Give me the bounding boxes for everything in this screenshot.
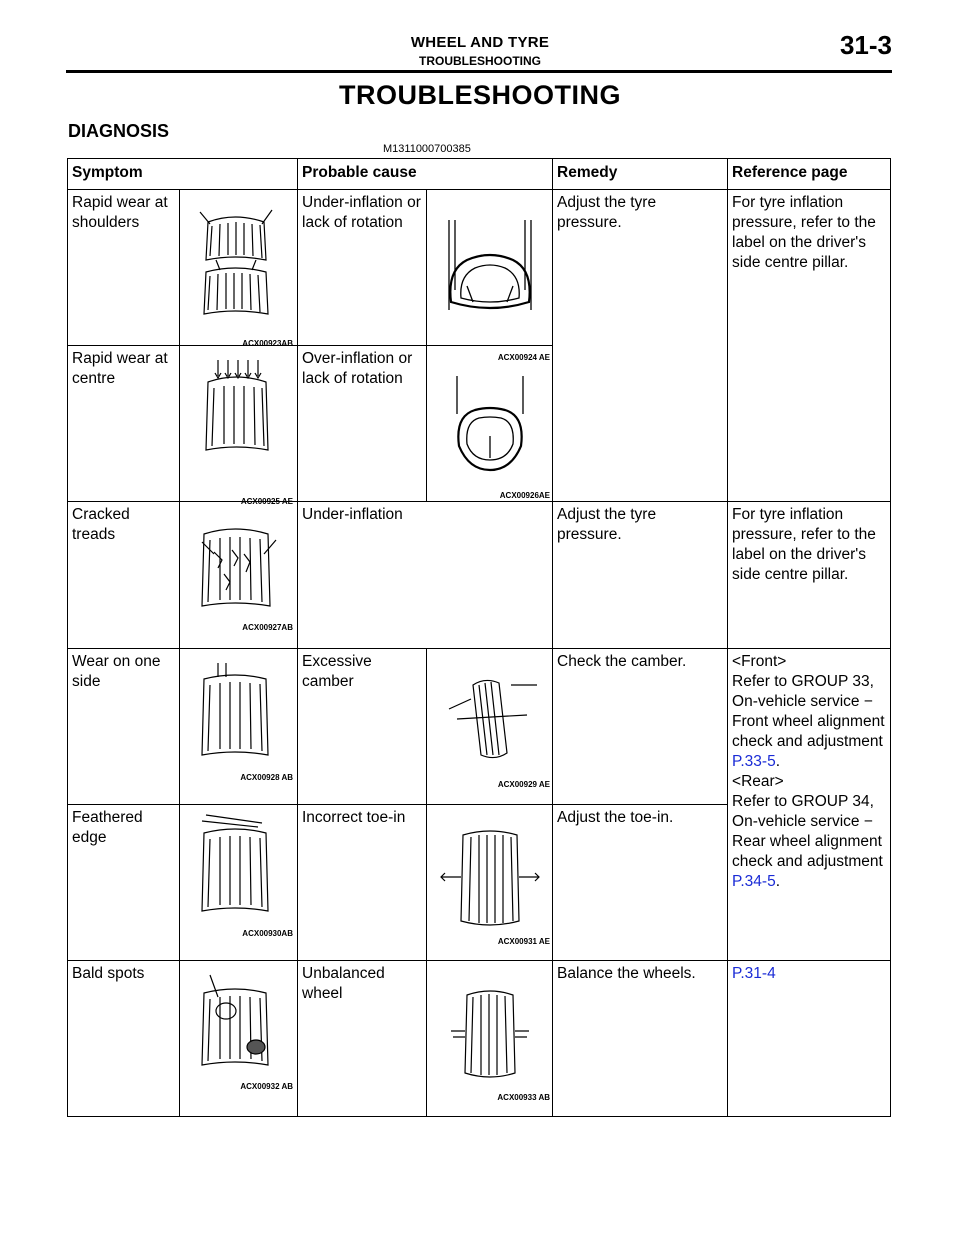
symptom-figure: ACX00932 AB: [179, 960, 298, 1117]
header-remedy: Remedy: [552, 158, 729, 190]
table-header-row: Symptom Probable cause Remedy Reference …: [67, 158, 892, 190]
table-row: Bald spots ACX00932 AB Unbalanced wheel: [67, 960, 892, 1117]
rear-alignment-link[interactable]: P.34-5: [732, 873, 776, 890]
figure-caption: ACX00930AB: [242, 929, 293, 938]
document-id: M1311000700385: [383, 143, 471, 155]
remedy-cell: Adjust the toe-in.: [552, 804, 729, 961]
header-symptom: Symptom: [67, 158, 298, 190]
figure-caption: ACX00931 AE: [497, 937, 551, 946]
tyre-bald-spot-figure: [201, 974, 269, 1066]
front-tag: <Front>: [732, 653, 787, 670]
symptom-cell: Bald spots: [67, 960, 180, 1117]
symptom-cell: Cracked treads: [67, 501, 180, 649]
header-probable-cause: Probable cause: [296, 158, 554, 190]
figure-caption: ACX00928 AB: [240, 773, 293, 782]
cause-cell: Incorrect toe-in: [297, 804, 427, 961]
symptom-figure: ACX00925 AE: [179, 345, 298, 506]
symptom-figure: ACX00927AB: [179, 501, 298, 649]
figure-caption: ACX00927AB: [242, 623, 293, 632]
reference-cell: <Front> Refer to GROUP 33, On-vehicle se…: [727, 648, 892, 961]
cause-figure: ACX00924 AE: [425, 189, 554, 362]
cause-cell: Excessive camber: [297, 648, 427, 805]
balance-link[interactable]: P.31-4: [732, 965, 776, 982]
tyre-one-side-wear-figure: [201, 663, 269, 756]
figure-caption: ACX00926AE: [499, 491, 551, 500]
figure-caption: ACX00923AB: [242, 339, 293, 348]
diagnosis-table: Symptom Probable cause Remedy Reference …: [67, 158, 892, 1117]
remedy-cell: Adjust the tyre pressure.: [552, 189, 729, 502]
table-row: Rapid wear at centre ACX00925 AE Over-in…: [67, 345, 891, 506]
table-row: Feathered edge ACX00930AB Incorrect toe-…: [67, 804, 891, 961]
tyre-under-inflation-figure: [448, 220, 532, 310]
cause-cell: Under-inflation: [296, 501, 554, 649]
symptom-figure: ACX00928 AB: [179, 648, 298, 805]
tyre-toe-in-figure: [440, 830, 540, 926]
table-row: Cracked treads ACX00927AB Under-inflatio…: [67, 501, 892, 649]
header-rule: [66, 70, 892, 73]
page-title: TROUBLESHOOTING: [339, 80, 621, 110]
reference-cell: P.31-4: [727, 960, 892, 1117]
symptom-cell: Wear on one side: [67, 648, 180, 805]
remedy-cell: Check the camber.: [552, 648, 729, 805]
symptom-figure: ACX00930AB: [179, 804, 298, 961]
symptom-cell: Feathered edge: [67, 804, 180, 961]
tyre-shoulder-wear-figure: [199, 209, 273, 315]
rear-reference-text: Refer to GROUP 34, On-vehicle service − …: [732, 793, 883, 870]
front-reference-text: Refer to GROUP 33, On-vehicle service − …: [732, 673, 885, 750]
reference-cell: For tyre inflation pressure, refer to th…: [727, 501, 892, 649]
symptom-cell: Rapid wear at shoulders: [67, 189, 180, 346]
section-title: DIAGNOSIS: [68, 121, 170, 141]
rear-tag: <Rear>: [732, 773, 784, 790]
tyre-feathered-edge-figure: [201, 814, 269, 912]
cause-cell: Unbalanced wheel: [297, 960, 427, 1117]
cause-figure: ACX00929 AE: [425, 648, 554, 805]
symptom-cell: Rapid wear at centre: [67, 345, 180, 502]
tyre-centre-wear-figure: [205, 360, 269, 451]
tyre-camber-figure: [448, 679, 537, 759]
figure-caption: ACX00933 AB: [497, 1093, 551, 1102]
page-number: 31-3: [839, 30, 892, 60]
cause-figure: ACX00926AE: [425, 345, 554, 502]
table-row: Rapid wear at shoulders ACX00923AB Under…: [67, 189, 892, 502]
front-alignment-link[interactable]: P.33-5: [732, 753, 776, 770]
running-header-title: WHEEL AND TYRE: [410, 34, 550, 51]
figure-caption: ACX00929 AE: [497, 780, 551, 789]
reference-cell: For tyre inflation pressure, refer to th…: [727, 189, 892, 502]
remedy-cell: Balance the wheels.: [552, 960, 729, 1117]
table-row: Wear on one side ACX00928 AB Excessive c…: [67, 648, 892, 961]
remedy-cell: Adjust the tyre pressure.: [552, 501, 729, 649]
header-reference-page: Reference page: [727, 158, 892, 190]
cause-figure: ACX00931 AE: [425, 804, 554, 961]
cause-figure: ACX00933 AB: [425, 960, 554, 1117]
tyre-cracked-tread-figure: [201, 528, 277, 607]
figure-caption: ACX00932 AB: [240, 1082, 293, 1091]
symptom-figure: ACX00923AB: [179, 189, 298, 348]
cause-cell: Under-inflation or lack of rotation: [297, 189, 427, 346]
tyre-unbalanced-figure: [451, 990, 529, 1078]
cause-cell: Over-inflation or lack of rotation: [297, 345, 427, 502]
tyre-over-inflation-figure: [456, 376, 524, 472]
running-header-subtitle: TROUBLESHOOTING: [419, 54, 541, 68]
